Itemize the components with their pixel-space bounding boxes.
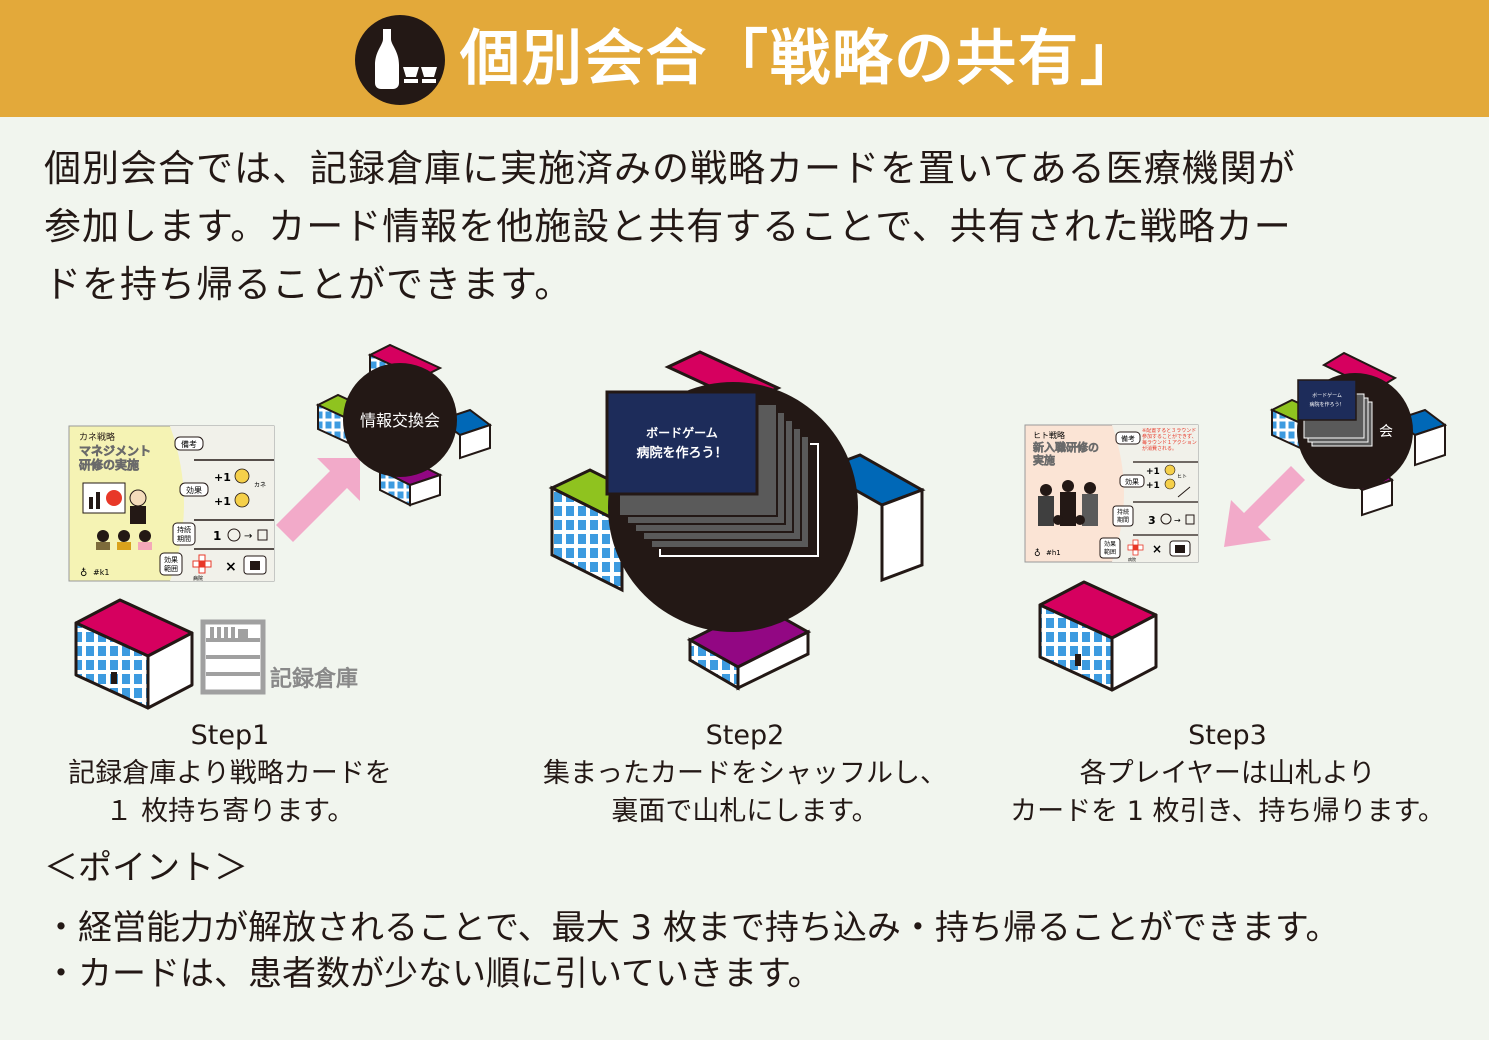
step-text: 記録倉庫より戦略カードを [68, 758, 392, 789]
step-title: Step2 [705, 720, 785, 751]
effect-value: +1 [214, 471, 231, 484]
step-1: Step1 記録倉庫より戦略カードを １ 枚持ち寄ります。 [20, 717, 440, 831]
svg-text:×: × [1152, 542, 1162, 556]
point-item: ・経営能力が解放されることで、最大 3 枚まで持ち込み・持ち帰ることができます。 [44, 908, 1340, 948]
duration-label: 期間 [1117, 516, 1129, 524]
sake-bottle-and-cups-icon [355, 15, 445, 105]
card-title: マネジメント [79, 444, 151, 458]
hospital-building [1038, 580, 1158, 692]
card-title: 研修の実施 [79, 457, 139, 472]
step-title: Step1 [190, 720, 270, 751]
strategy-card-left: カネ戦略 マネジメント 研修の実施 備考 効果 +1 [68, 425, 275, 582]
scope-label: 効果 [164, 555, 178, 564]
card-id: #k1 [93, 568, 109, 577]
step-text: 裏面で山札にします。 [611, 796, 879, 827]
clock-icon [227, 528, 241, 542]
step-text: カードを 1 枚引き、持ち帰ります。 [1010, 796, 1445, 827]
card-deck: ボードゲーム 病院を作ろう！ [605, 390, 819, 557]
patient-icon [234, 468, 250, 484]
effect-value: +1 [214, 495, 231, 508]
meeting-circle [343, 363, 457, 477]
flow-diagram: カネ戦略 マネジメント 研修の実施 備考 効果 +1 [68, 343, 1448, 710]
scope-cross-icon [192, 554, 212, 574]
point-item: ・カードは、患者数が少ない順に引いていきます。 [44, 954, 822, 994]
effect-label: 効果 [1125, 477, 1139, 486]
sake-icon: ♁ [80, 567, 87, 579]
duration-value: 3 [1148, 514, 1156, 527]
card-title: 新入職研修の [1033, 440, 1099, 454]
arrow-icon [276, 458, 360, 542]
meeting-label: 情報交換会 [360, 411, 440, 430]
deck-card-text: 病院を作ろう！ [636, 445, 727, 461]
duration-label: 期間 [177, 535, 191, 543]
card-title: 実施 [1033, 453, 1055, 467]
strategy-card-right: ヒト戦略 新入職研修の 実施 備考 ※配置すると３ラウンド参加することができず、… [1024, 424, 1199, 563]
scope-label: 効果 [1104, 540, 1116, 548]
svg-text:♁: ♁ [1034, 548, 1041, 559]
step-text: １ 枚持ち寄ります。 [105, 796, 355, 827]
intro-line: 参加します。カード情報を他施設と共有することで、共有された戦略カー [44, 205, 1292, 248]
audience-image [96, 530, 152, 550]
duration-label: 持続 [1117, 508, 1129, 516]
points-heading: ＜ポイント＞ [44, 848, 248, 888]
arrow-icon [1224, 466, 1305, 547]
card-deck: ボードゲーム 病院を作ろう！ [1297, 379, 1373, 447]
storage-label: 記録倉庫 [270, 666, 358, 692]
svg-text:→: → [244, 531, 252, 542]
scope-sub: 病院 [1128, 556, 1136, 562]
money-icon [234, 492, 250, 508]
deck-card-text: ボードゲーム [1312, 392, 1342, 399]
money-label: カネ [254, 482, 266, 489]
duration-label: 持続 [177, 525, 191, 534]
step-text: 各プレイヤーは山札より [1079, 758, 1376, 789]
step-2: Step2 集まったカードをシャッフルし、 裏面で山札にします。 [510, 717, 980, 831]
deck-card-text: 病院を作ろう！ [1309, 401, 1344, 408]
trainees-image [1038, 480, 1098, 526]
effect-label: 効果 [186, 485, 202, 495]
deck-card-text: ボードゲーム [646, 425, 718, 440]
flow-illustration: カネ戦略 マネジメント 研修の実施 備考 効果 +1 [0, 330, 1489, 720]
meeting-label: 会 [1379, 424, 1393, 440]
intro-line: ドを持ち帰ることができます。 [44, 263, 573, 306]
card-id: #h1 [1046, 549, 1061, 557]
card-category: カネ戦略 [79, 431, 115, 443]
scope-sub: 病院 [193, 575, 203, 582]
card-category: ヒト戦略 [1033, 430, 1065, 440]
people-label: ヒト [1177, 474, 1187, 480]
step-3: Step3 各プレイヤーは山札より カードを 1 枚引き、持ち帰ります。 [990, 717, 1465, 831]
note-label: 備考 [181, 439, 197, 449]
scope-label: 範囲 [1104, 548, 1116, 556]
svg-text:×: × [225, 559, 237, 575]
step-title: Step3 [1188, 720, 1267, 751]
intro-text: 個別会合では、記録倉庫に実施済みの戦略カードを置いてある医療機関が 参加します。… [44, 140, 1454, 314]
duration-value: 1 [213, 529, 221, 543]
intro-line: 個別会合では、記録倉庫に実施済みの戦略カードを置いてある医療機関が [44, 147, 1296, 190]
storage-shelf-icon [200, 619, 266, 695]
note-label: 備考 [1121, 434, 1135, 443]
note-text: ※配置すると３ラウンド参加することができず、毎ラウンド１アクションが消費される。 [1142, 428, 1197, 452]
storage-icon [257, 529, 268, 541]
step-text: 集まったカードをシャッフルし、 [543, 758, 947, 789]
effect-value: +1 [1146, 481, 1160, 491]
svg-text:→: → [1174, 516, 1181, 525]
header-banner: 個別会合「戦略の共有」 [0, 0, 1489, 117]
hospital-building [74, 598, 194, 710]
effect-value: +1 [1146, 467, 1160, 477]
page-title: 個別会合「戦略の共有」 [460, 24, 1142, 94]
scope-label: 範囲 [164, 564, 178, 573]
